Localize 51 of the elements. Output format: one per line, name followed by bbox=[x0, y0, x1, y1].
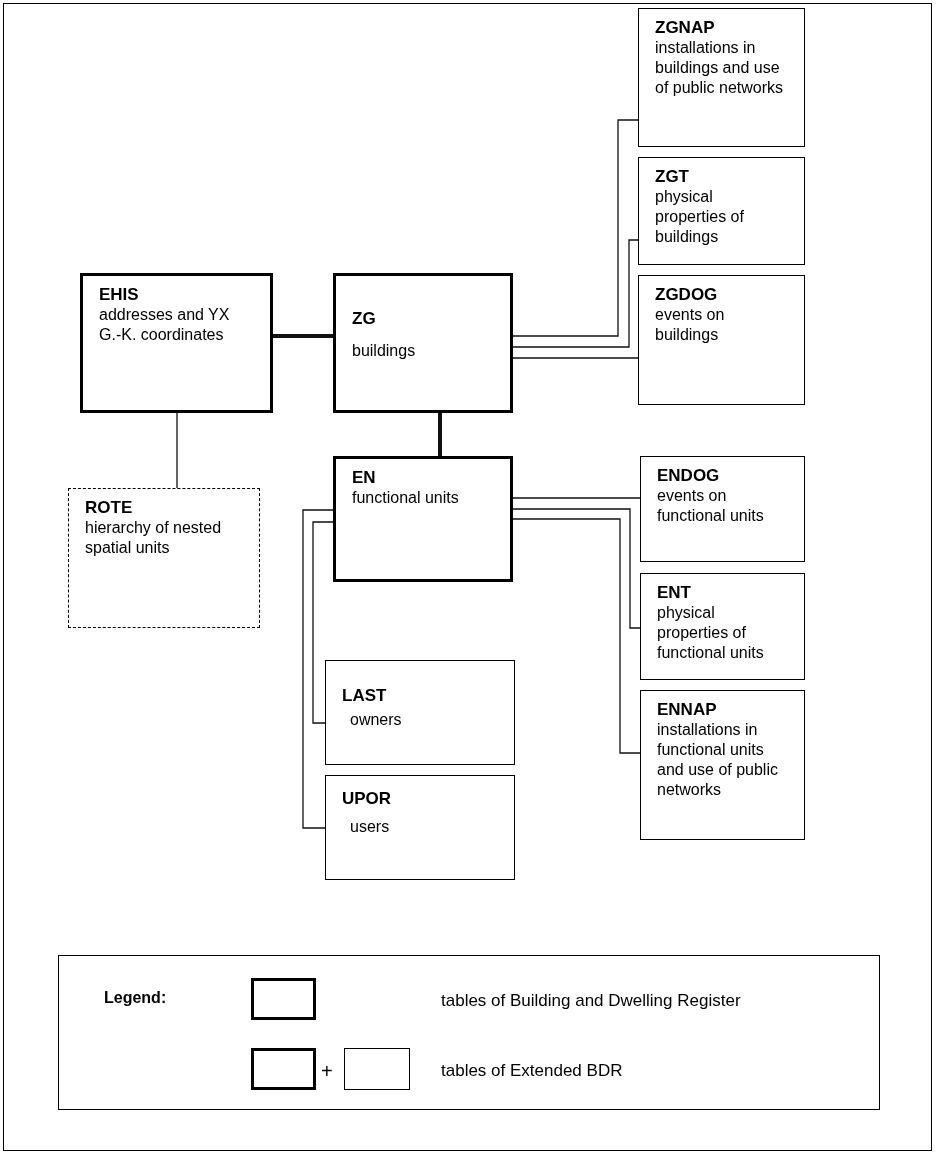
table-code: ENDOG bbox=[657, 465, 721, 486]
connector-line bbox=[302, 509, 334, 829]
table-description: events on functional units bbox=[657, 486, 765, 526]
table-code: EN bbox=[352, 467, 377, 488]
table-box bbox=[638, 275, 805, 405]
table-code: ZGT bbox=[655, 166, 690, 187]
table-description: events on buildings bbox=[655, 305, 726, 345]
table-code: ZGDOG bbox=[655, 284, 719, 305]
table-box bbox=[640, 456, 805, 562]
table-code: LAST bbox=[342, 685, 388, 706]
table-box bbox=[325, 775, 515, 880]
table-box bbox=[333, 273, 513, 413]
connector-line bbox=[312, 521, 334, 724]
legend-title: Legend: bbox=[104, 988, 167, 1008]
table-description: addresses and YX G.-K. coordinates bbox=[99, 305, 231, 345]
table-description: installations in buildings and use of public networks bbox=[655, 38, 785, 98]
table-code: UPOR bbox=[342, 788, 393, 809]
table-description: users bbox=[349, 817, 391, 837]
table-box bbox=[333, 456, 513, 582]
connector-line bbox=[438, 413, 442, 456]
table-description: physical properties of functional units bbox=[657, 603, 765, 663]
table-box bbox=[640, 573, 805, 680]
connector-line bbox=[512, 518, 641, 754]
table-box bbox=[80, 273, 273, 413]
table-code: ZG bbox=[352, 308, 377, 329]
connector-line bbox=[512, 508, 641, 629]
table-box bbox=[638, 8, 805, 147]
dashed-table-box bbox=[68, 488, 260, 628]
connector-line bbox=[176, 412, 178, 489]
table-description: hierarchy of nested spatial units bbox=[85, 518, 223, 558]
legend-text: tables of Building and Dwelling Register bbox=[441, 990, 741, 1012]
plus-sign: + bbox=[321, 1059, 333, 1084]
table-code: ENNAP bbox=[657, 699, 718, 720]
connector-line bbox=[512, 357, 639, 359]
table-description: physical properties of buildings bbox=[655, 187, 745, 247]
table-code: ZGNAP bbox=[655, 17, 716, 38]
table-description: owners bbox=[349, 710, 403, 730]
legend-text: tables of Extended BDR bbox=[441, 1060, 623, 1082]
table-description: installations in functional units and use of public networks bbox=[657, 720, 779, 800]
table-code: EHIS bbox=[99, 284, 140, 305]
table-description: functional units bbox=[352, 488, 460, 508]
connector-line bbox=[512, 239, 639, 348]
table-box bbox=[325, 660, 515, 765]
table-description: buildings bbox=[352, 341, 417, 361]
connector-line bbox=[512, 119, 639, 337]
table-code: ROTE bbox=[85, 497, 134, 518]
table-box bbox=[638, 157, 805, 265]
connector-line bbox=[273, 334, 333, 338]
table-box bbox=[640, 690, 805, 840]
connector-line bbox=[512, 497, 641, 499]
table-code: ENT bbox=[657, 582, 692, 603]
